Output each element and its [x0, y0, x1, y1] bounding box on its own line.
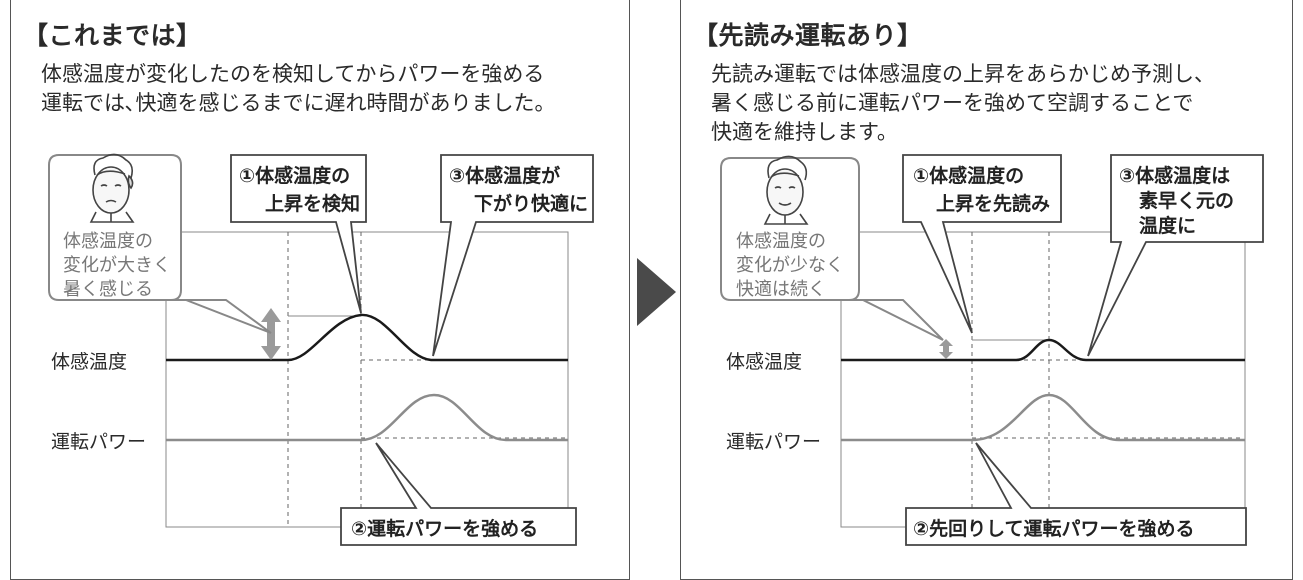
- predictive-diagram: 体感温度 運転パワー 体感温度の 変化が少なく 快適は続く ①体感温度の 上昇を…: [720, 154, 1264, 546]
- panel-description: 体感温度が変化したのを検知してからパワーを強める 運転では､快適を感じるまでに遅…: [41, 60, 556, 118]
- callout-text: 素早く元の: [1139, 189, 1234, 212]
- temperature-curve: [166, 313, 568, 362]
- chart-frame: [840, 231, 1246, 528]
- face-caption: 暑く感じる: [63, 279, 153, 300]
- row-label-power: 運転パワー: [726, 431, 821, 453]
- panel-before: 【これまでは】 体感温度が変化したのを検知してからパワーを強める 運転では､快適…: [10, 0, 630, 580]
- power-curve: [166, 393, 568, 442]
- callout-detect: [230, 154, 367, 314]
- temperature-curve: [841, 338, 1245, 362]
- sweating-worried-face-icon: [89, 153, 135, 223]
- callout-text: ①体感温度の: [913, 164, 1024, 187]
- face-caption: 変化が大きく: [63, 255, 171, 276]
- callout-text: ②先回りして運転パワーを強める: [913, 517, 1195, 540]
- callout-power-ahead: [905, 442, 1247, 546]
- triangle-right-icon: [637, 258, 676, 326]
- panel-predictive: 【先読み運転あり】 先読み運転では体感温度の上昇をあらかじめ予測し、 暑く感じる…: [680, 0, 1293, 580]
- callout-recover: [1087, 154, 1264, 357]
- description-line: 運転では､快適を感じるまでに遅れ時間がありました。: [41, 91, 556, 115]
- description-line: 体感温度が変化したのを検知してからパワーを強める: [41, 62, 545, 86]
- power-curve: [841, 393, 1245, 442]
- panel-heading: 【これまでは】: [23, 21, 202, 50]
- callout-text: 温度に: [1139, 214, 1196, 237]
- description-line: 暑く感じる前に運転パワーを強めて空調することで: [711, 91, 1194, 115]
- callout-text: ②運転パワーを強める: [351, 518, 538, 540]
- description-line: 先読み運転では体感温度の上昇をあらかじめ予測し、: [711, 62, 1215, 86]
- callout-power: [340, 442, 577, 546]
- face-caption: 体感温度の: [736, 231, 826, 252]
- panel-heading: 【先読み運転あり】: [693, 21, 923, 50]
- callout-text: 下がり快適に: [474, 192, 588, 215]
- callout-comfortable: [432, 154, 594, 357]
- callout-text: ③体感温度は: [1119, 164, 1230, 187]
- row-label-temperature: 体感温度: [726, 351, 802, 373]
- face-caption: 快適は続く: [736, 279, 826, 300]
- chart-frame: [165, 231, 569, 528]
- double-arrow-icon: [939, 339, 953, 359]
- face-caption: 体感温度の: [63, 231, 153, 252]
- callout-text: ③体感温度が: [449, 164, 560, 187]
- double-arrow-icon: [261, 308, 281, 360]
- callout-predict: [902, 154, 1062, 334]
- description-line: 快適を維持します。: [711, 120, 898, 144]
- content-face-icon: [763, 155, 809, 225]
- face-caption: 変化が少なく: [736, 255, 844, 276]
- callout-text: 上昇を検知: [265, 192, 360, 215]
- callout-text: 上昇を先読み: [936, 192, 1050, 215]
- row-label-temperature: 体感温度: [51, 351, 127, 373]
- before-diagram: 体感温度 運転パワー 体感温度の 変化が大きく 暑く感じる ①体感温度の 上昇を…: [48, 153, 594, 546]
- callout-text: ①体感温度の: [239, 164, 350, 187]
- row-label-power: 運転パワー: [51, 431, 146, 453]
- panel-description: 先読み運転では体感温度の上昇をあらかじめ予測し、 暑く感じる前に運転パワーを強め…: [711, 60, 1215, 147]
